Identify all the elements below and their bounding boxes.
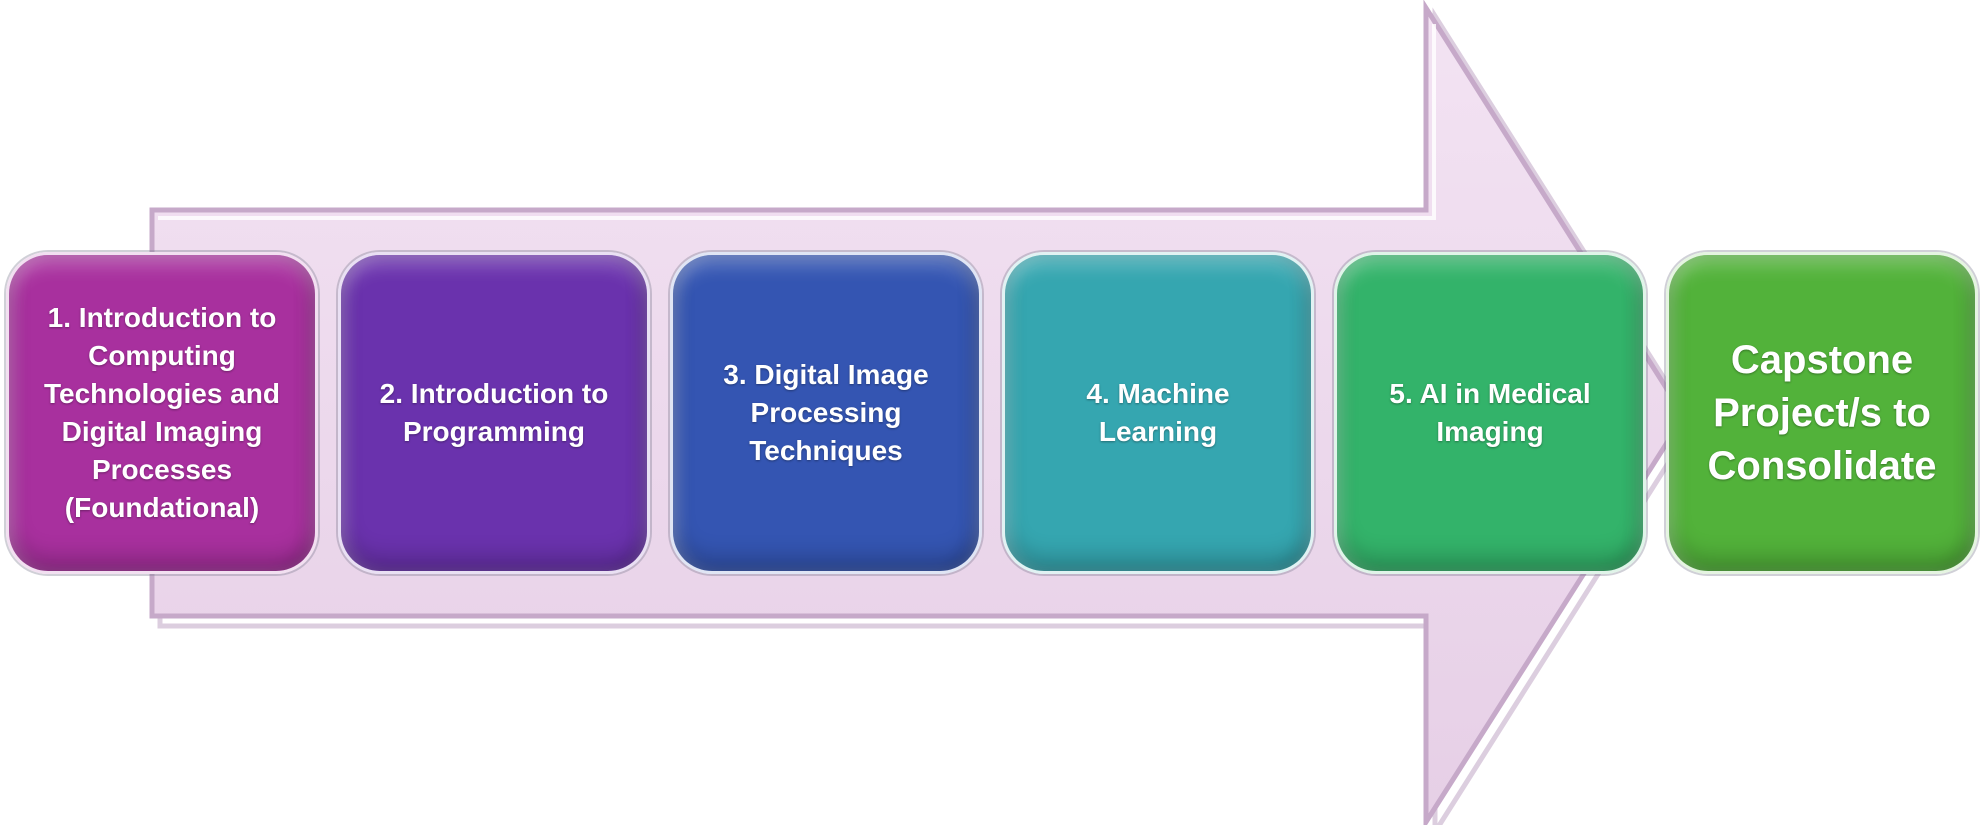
step-5-box: 5. AI in Medical Imaging: [1334, 252, 1646, 574]
step-2-box: 2. Introduction to Programming: [338, 252, 650, 574]
step-1-label: 1. Introduction to Computing Technologie…: [44, 302, 280, 523]
step-4-box: 4. Machine Learning: [1002, 252, 1314, 574]
step-3-box: 3. Digital Image Processing Techniques: [670, 252, 982, 574]
step-4-label: 4. Machine Learning: [1086, 378, 1230, 447]
arrow-highlight: [158, 24, 1436, 220]
step-3-label: 3. Digital Image Processing Techniques: [723, 359, 929, 466]
capstone-box: Capstone Project/s to Consolidate: [1666, 252, 1978, 574]
capstone-label: Capstone Project/s to Consolidate: [1707, 337, 1937, 488]
step-1-box: 1. Introduction to Computing Technologie…: [6, 252, 318, 574]
step-2-label: 2. Introduction to Programming: [379, 378, 609, 447]
step-5-label: 5. AI in Medical Imaging: [1389, 378, 1591, 447]
